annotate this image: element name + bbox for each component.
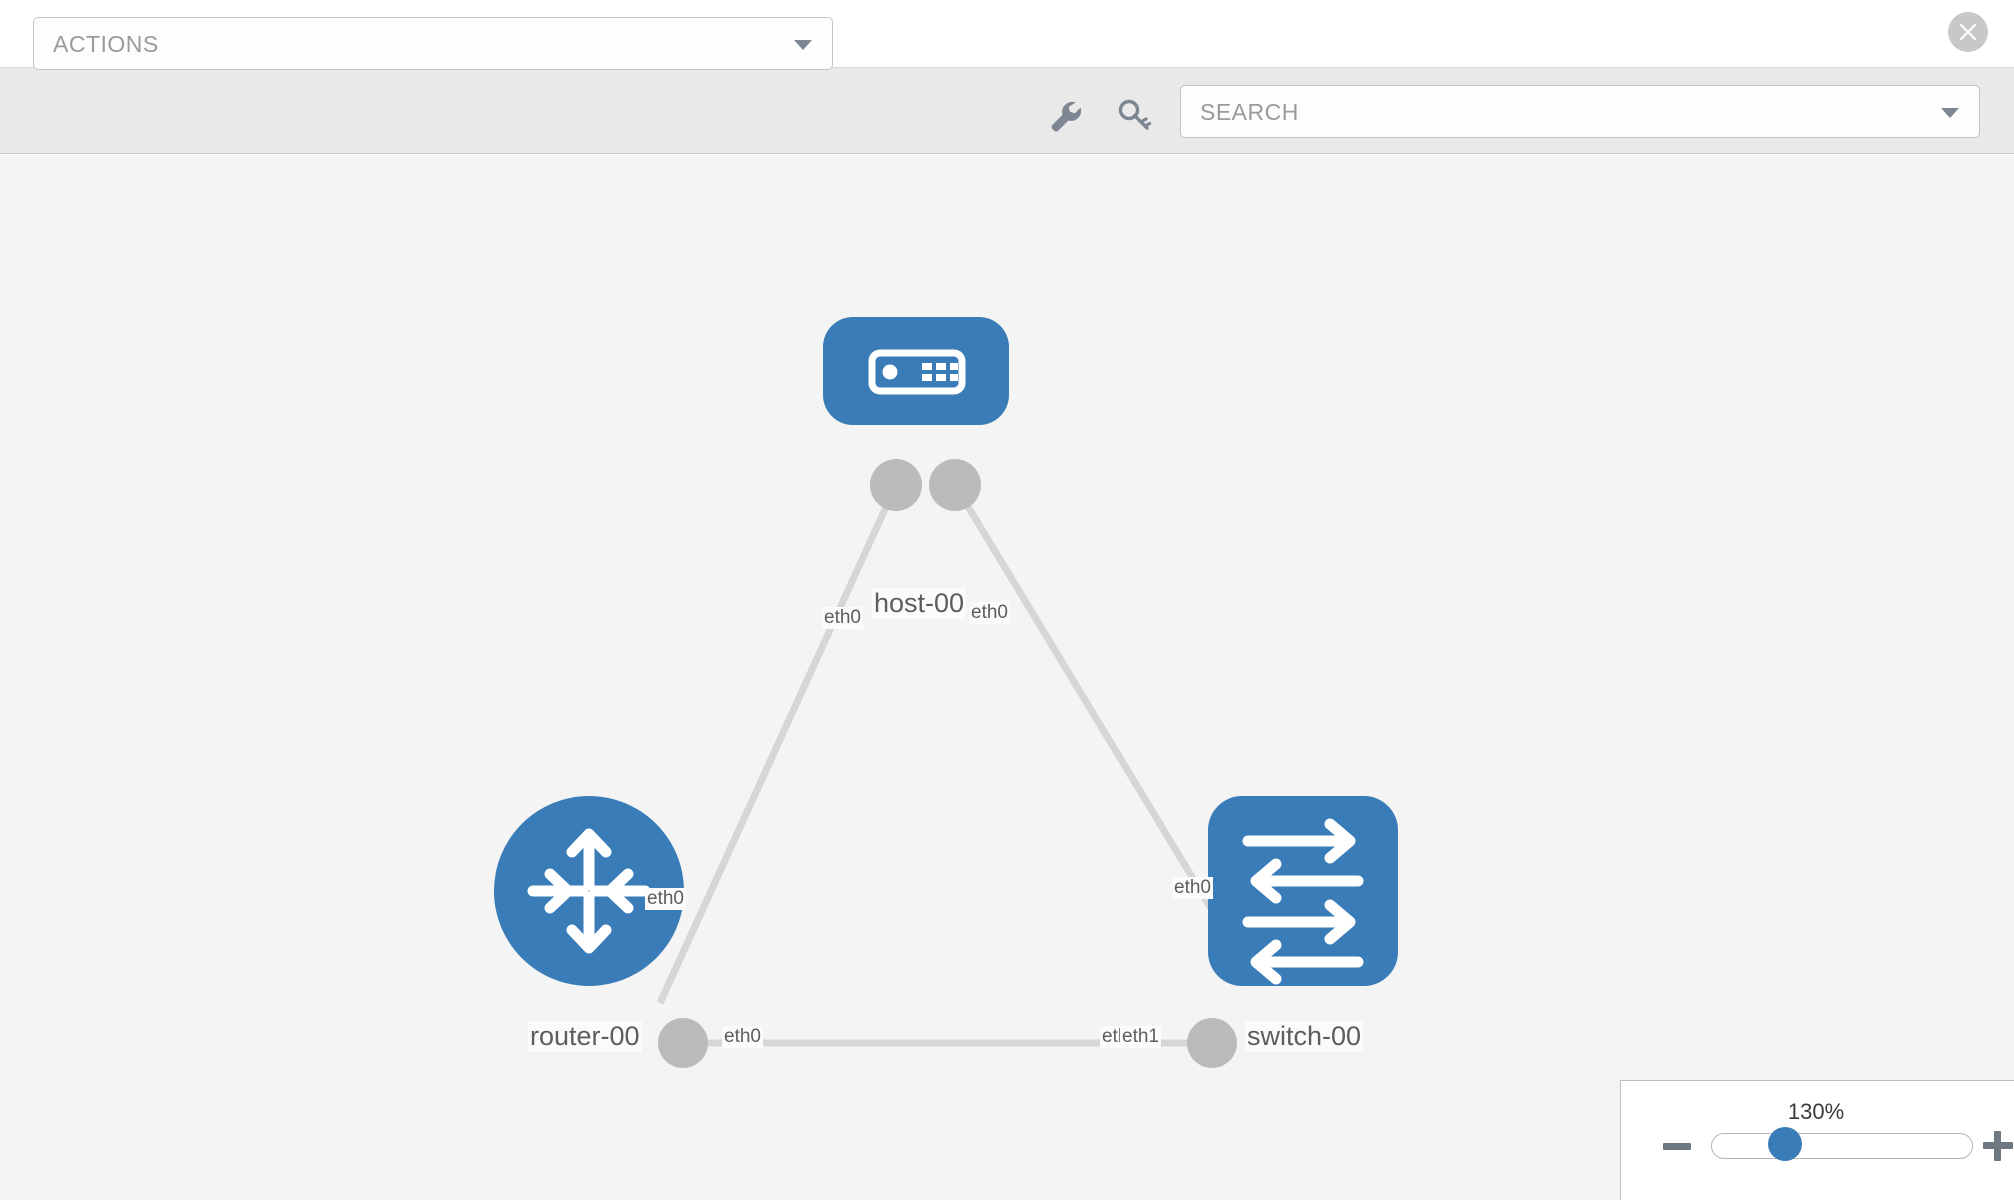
socket-router-right	[658, 1018, 708, 1068]
zoom-control-panel: 130%	[1620, 1080, 2014, 1200]
node-label-switch-00: switch-00	[1245, 1021, 1364, 1052]
zoom-level-value: 130%	[1787, 1099, 1845, 1124]
search-input[interactable]: SEARCH	[1180, 85, 1980, 138]
router-four-arrows-icon	[527, 828, 651, 954]
actions-dropdown-label: ACTIONS	[53, 31, 159, 57]
topology-graph	[494, 317, 1398, 1068]
actions-dropdown[interactable]: ACTIONS	[33, 17, 833, 70]
iface-label-switch-eth1: eth1	[1120, 1026, 1161, 1048]
iface-label-host-eth0-left: eth0	[822, 607, 863, 629]
server-device-icon	[868, 349, 966, 395]
search-placeholder: SEARCH	[1200, 99, 1299, 125]
node-host-00	[823, 317, 1009, 425]
chevron-down-icon[interactable]	[1941, 108, 1959, 118]
node-label-router-00: router-00	[528, 1021, 642, 1052]
zoom-slider-track[interactable]	[1711, 1133, 1973, 1159]
chevron-down-icon	[794, 40, 812, 50]
node-router-00	[494, 796, 684, 986]
iface-label-host-eth0-right: eth0	[969, 602, 1010, 624]
socket-switch-left	[1187, 1018, 1237, 1068]
link-host-switch	[952, 483, 1238, 950]
zoom-slider-thumb[interactable]	[1768, 1127, 1802, 1161]
wrench-icon[interactable]	[1044, 94, 1088, 138]
iface-label-router-eth0-top: eth0	[645, 888, 686, 910]
link-host-router	[656, 483, 900, 1005]
topology-canvas[interactable]: host-00 router-00 switch-00 eth0 eth0 et…	[0, 155, 2014, 1200]
key-icon[interactable]	[1112, 94, 1156, 138]
socket-host-left	[870, 459, 922, 511]
node-label-host-00: host-00	[872, 588, 967, 619]
plus-icon[interactable]	[1983, 1131, 2013, 1161]
iface-label-switch-eth0-top: eth0	[1172, 877, 1213, 899]
minus-icon[interactable]	[1663, 1143, 1691, 1150]
close-icon[interactable]	[1948, 12, 1988, 52]
node-switch-00	[1208, 796, 1398, 986]
switch-arrows-icon	[1242, 818, 1364, 985]
socket-host-right	[929, 459, 981, 511]
iface-label-router-eth0-right: eth0	[722, 1026, 763, 1048]
